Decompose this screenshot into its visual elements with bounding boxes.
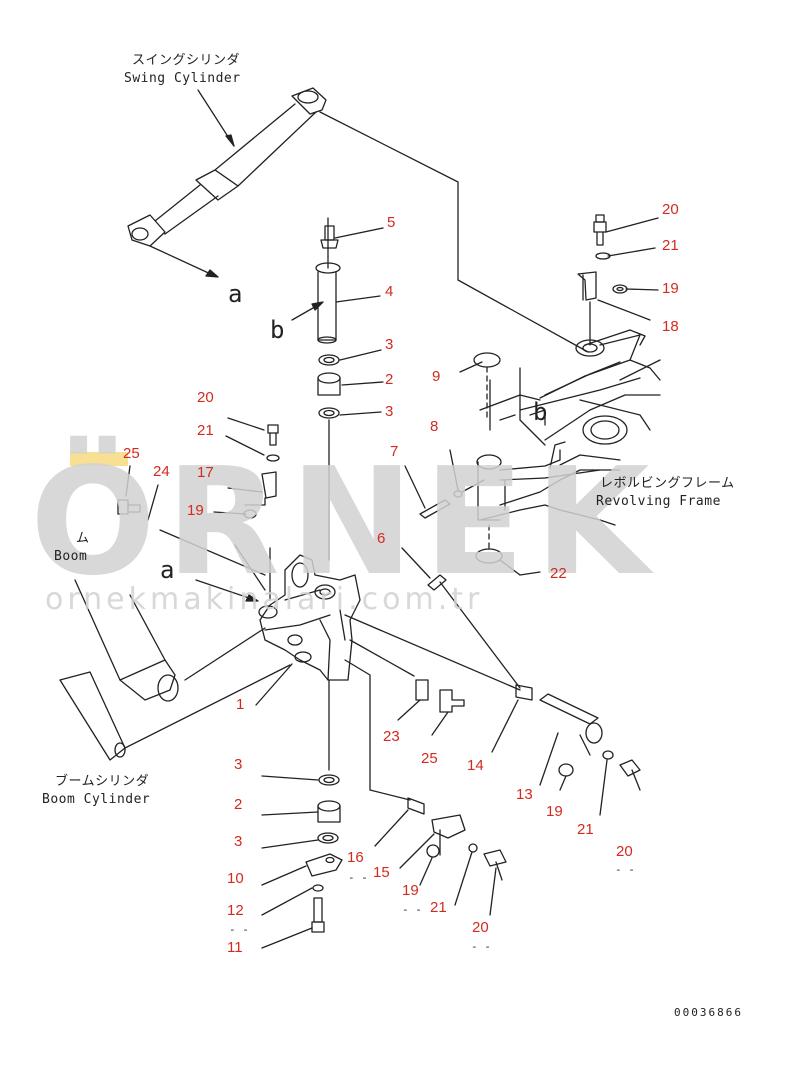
dash-mark: - - xyxy=(402,903,422,916)
boom-cylinder-caption-en: Boom Cylinder xyxy=(42,792,151,807)
revolving-frame-caption-en: Revolving Frame xyxy=(596,494,721,509)
part-label: 15 xyxy=(373,864,390,881)
part-label: 24 xyxy=(153,463,170,480)
part-label: 20 xyxy=(662,201,679,218)
part-label: 16 xyxy=(347,849,364,866)
part-label: 3 xyxy=(234,833,243,850)
part-label: 1 xyxy=(236,696,245,713)
part-label: 8 xyxy=(430,418,439,435)
revolving-frame xyxy=(476,329,661,526)
ref-letter-a: a xyxy=(228,280,243,308)
part-label: 2 xyxy=(385,371,394,388)
part-label: 19 xyxy=(187,502,204,519)
boom xyxy=(59,529,291,761)
part-label: 25 xyxy=(123,445,140,462)
dash-mark: - - xyxy=(229,923,249,936)
part-label: 19 xyxy=(662,280,679,297)
ref-letter-b: b xyxy=(533,398,548,426)
part-label: 20 xyxy=(197,389,214,406)
part-label: 21 xyxy=(662,237,679,254)
watermark-url: ornekmakinalari.com.tr xyxy=(45,582,484,617)
part-label: 13 xyxy=(516,786,533,803)
ref-letter-b: b xyxy=(270,316,285,344)
dash-mark: - - xyxy=(348,871,368,884)
part-label: 20 xyxy=(472,919,489,936)
part-label: 22 xyxy=(550,565,567,582)
part-label: 7 xyxy=(390,443,399,460)
part-label: 17 xyxy=(197,464,214,481)
part-label: 25 xyxy=(421,750,438,767)
document-number: 00036866 xyxy=(674,1006,743,1019)
part-label: 12 xyxy=(227,902,244,919)
revolving-frame-caption-jp: レボルビングフレーム xyxy=(600,476,735,491)
part-label: 11 xyxy=(227,939,243,956)
part-label: 19 xyxy=(546,803,563,820)
swing-cylinder xyxy=(127,87,327,247)
boom-cylinder-caption-jp: ブームシリンダ xyxy=(55,774,150,789)
watermark-brand: ÖRNEK xyxy=(30,436,660,608)
part-label: 18 xyxy=(662,318,679,335)
part-label: 21 xyxy=(197,422,214,439)
part-label: 5 xyxy=(387,214,396,231)
part-label: 21 xyxy=(430,899,447,916)
boom-caption-en: Boom xyxy=(54,549,88,564)
part-label: 23 xyxy=(383,728,400,745)
part-label: 20 xyxy=(616,843,633,860)
swing-cylinder-caption-en: Swing Cylinder xyxy=(124,71,241,86)
part-label: 3 xyxy=(385,336,394,353)
pin-4 xyxy=(315,217,341,344)
part-label: 19 xyxy=(402,882,419,899)
part-label: 14 xyxy=(467,757,484,774)
part-label: 3 xyxy=(385,403,394,420)
part-label: 9 xyxy=(432,368,441,385)
part-label: 21 xyxy=(577,821,594,838)
ref-letter-a: a xyxy=(160,556,175,584)
watermark-accent xyxy=(70,452,128,466)
part-label: 2 xyxy=(234,796,243,813)
part-label: 3 xyxy=(234,756,243,773)
dash-mark: - - xyxy=(471,940,491,953)
part-label: 4 xyxy=(385,283,394,300)
part-label: 10 xyxy=(227,870,244,887)
boom-caption-jp: ム xyxy=(76,531,90,546)
swing-cylinder-caption-jp: スイングシリンダ xyxy=(132,53,241,68)
dash-mark: - - xyxy=(615,863,635,876)
bracket-1 xyxy=(258,554,361,681)
part-label: 6 xyxy=(377,530,386,547)
